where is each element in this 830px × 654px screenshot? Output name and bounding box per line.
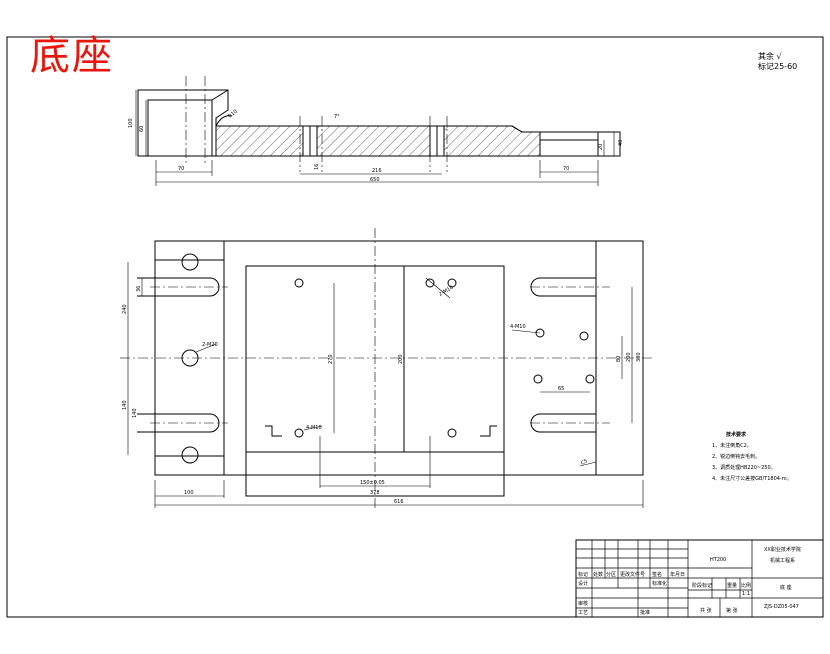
dim-height-100: 100 bbox=[128, 118, 134, 128]
tb-label-standardize: 标准化 bbox=[652, 580, 667, 587]
tb-label-change: 更改文件号 bbox=[620, 571, 645, 578]
tech-req-item: 1、未注倒角C2。 bbox=[712, 443, 752, 449]
dim-height-60: 60 bbox=[139, 126, 145, 132]
dim-total-650: 650 bbox=[370, 177, 380, 183]
roughness-line-1: 其余 √ bbox=[758, 52, 782, 61]
dim-plan-right-65: 65 bbox=[558, 386, 564, 392]
tb-label-date: 年月日 bbox=[670, 571, 685, 578]
plan-view bbox=[137, 240, 644, 497]
hole-note-top: 2-M10 bbox=[438, 285, 455, 298]
tb-label-stage: 阶段标记 bbox=[692, 582, 712, 589]
dim-right-20: 20 bbox=[598, 144, 604, 150]
tb-school2: 机械工程系 bbox=[770, 557, 795, 564]
tech-req-item: 4、未注尺寸公差按GB/T1804-m。 bbox=[712, 476, 792, 482]
title-stamp: 底座 bbox=[30, 33, 114, 79]
hole-note-center: 2-M20 bbox=[202, 342, 218, 348]
dim-plan-270: 270 bbox=[328, 354, 334, 364]
section-view bbox=[137, 76, 621, 172]
dim-center-216: 216 bbox=[372, 168, 382, 174]
plan-dimensions bbox=[127, 262, 644, 508]
roughness-note: 其余 √ 标记25-60 bbox=[758, 52, 797, 72]
dim-angle-label: 7° bbox=[334, 114, 340, 120]
technical-requirements: 技术要求 1、未注倒角C2。 2、锐边倒钝去毛刺。 3、调质处理HB220~25… bbox=[712, 430, 792, 485]
tb-label-mark: 标记 bbox=[578, 571, 588, 578]
hole-note-bottom: 4-M10 bbox=[306, 425, 322, 431]
title-block bbox=[575, 539, 824, 618]
tech-req-item: 2、锐边倒钝去毛刺。 bbox=[712, 454, 761, 460]
dim-plan-right-380: 380 bbox=[636, 352, 642, 362]
tb-label-signature: 签名 bbox=[652, 571, 662, 578]
dim-plan-right-80: 80 bbox=[616, 356, 622, 362]
tb-label-designer: 设计 bbox=[578, 580, 588, 587]
dim-left-70: 70 bbox=[178, 166, 184, 172]
dim-plan-378: 378 bbox=[370, 490, 380, 496]
tb-material: HT200 bbox=[710, 557, 726, 563]
tb-label-scale: 比例 bbox=[741, 582, 751, 589]
tech-req-item: 3、调质处理HB220~250。 bbox=[712, 465, 776, 471]
dim-plan-140: 140 bbox=[122, 400, 128, 410]
tb-school: XX职业技术学院 bbox=[764, 546, 801, 553]
dim-slot-16: 16 bbox=[314, 164, 320, 170]
tb-part-name: 底 座 bbox=[780, 584, 792, 591]
tb-label-weight: 重量 bbox=[727, 582, 737, 589]
tb-label-count: 处数 bbox=[593, 571, 603, 578]
tb-label-review: 审核 bbox=[578, 600, 588, 607]
tb-label-sheet-no: 第 张 bbox=[726, 607, 738, 614]
dim-plan-616: 616 bbox=[394, 499, 404, 505]
dim-right-40: 40 bbox=[618, 140, 624, 146]
dim-plan-100: 100 bbox=[184, 490, 194, 496]
tb-drawing-no: ZJS-DZ05-047 bbox=[764, 604, 799, 610]
dim-plan-right-200: 200 bbox=[626, 352, 632, 362]
tb-label-zone: 分区 bbox=[606, 571, 616, 578]
tb-label-process: 工艺 bbox=[578, 610, 588, 616]
dim-plan-200: 200 bbox=[398, 354, 404, 364]
dim-right-70: 70 bbox=[563, 166, 569, 172]
tb-label-sheet-total: 共 张 bbox=[700, 607, 712, 614]
dim-radius-label: R10 bbox=[227, 109, 238, 120]
chamfer-note: C5 bbox=[580, 458, 589, 467]
hole-note-right: 4-M10 bbox=[510, 324, 526, 330]
dim-plan-150: 150±0.05 bbox=[360, 480, 385, 486]
dim-plan-36: 36 bbox=[136, 286, 142, 292]
tb-scale-value: 1:1 bbox=[742, 591, 750, 597]
dim-plan-140b: 140 bbox=[132, 408, 138, 418]
tech-req-title: 技术要求 bbox=[726, 432, 747, 438]
roughness-line-2: 标记25-60 bbox=[758, 62, 798, 71]
tb-label-approve: 批准 bbox=[640, 609, 650, 616]
dim-plan-240: 240 bbox=[122, 304, 128, 314]
section-dimensions bbox=[135, 90, 615, 186]
drawing-border bbox=[6, 36, 824, 618]
plan-centerlines bbox=[120, 228, 655, 508]
